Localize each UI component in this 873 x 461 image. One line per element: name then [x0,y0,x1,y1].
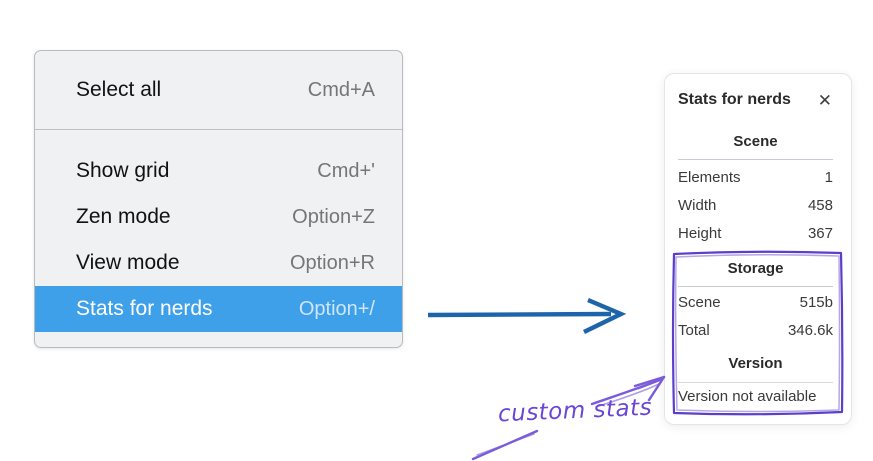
menu-item-label: Zen mode [76,205,171,228]
custom-stats-annotation: custom stats [497,394,653,428]
stat-value: 346.6k [787,321,833,339]
menu-item-label: Stats for nerds [76,297,213,320]
stats-panel: Stats for nerds ✕ Scene Elements 1 Width… [664,73,852,425]
stat-value: 367 [807,224,833,242]
menu-item-label: Select all [76,78,162,101]
menu-group-bottom: Show grid Cmd+' Zen mode Option+Z View m… [35,130,402,332]
menu-item-shortcut: Option+Z [292,205,375,228]
menu-item-stats-for-nerds[interactable]: Stats for nerds Option+/ [35,286,402,332]
menu-item-label: View mode [76,251,180,274]
stat-value: 458 [807,196,833,214]
stat-row-total-storage: Total 346.6k [678,316,833,344]
stats-panel-title: Stats for nerds [678,91,791,108]
context-menu: Select all Cmd+A Show grid Cmd+' Zen mod… [34,50,403,348]
stat-row-height: Height 367 [678,219,833,247]
stats-panel-header: Stats for nerds ✕ [678,90,833,110]
stat-value: 515b [799,293,833,311]
blue-arrow [427,297,627,334]
menu-item-label: Show grid [76,159,170,182]
stat-label: Height [678,224,722,242]
section-divider [678,159,833,160]
menu-item-view-mode[interactable]: View mode Option+R [35,240,402,286]
stat-row-width: Width 458 [678,191,833,219]
menu-divider [35,129,402,130]
section-divider [678,286,833,287]
menu-item-select-all[interactable]: Select all Cmd+A [35,67,402,113]
stat-row-scene-storage: Scene 515b [678,288,833,316]
menu-item-shortcut: Cmd+' [317,159,375,182]
menu-item-show-grid[interactable]: Show grid Cmd+' [35,148,402,194]
section-heading-version: Version [728,355,783,372]
menu-group-top: Select all Cmd+A [35,67,402,113]
version-message: Version not available [678,388,817,405]
purple-arrow-tail [471,429,539,461]
stat-value: 1 [824,168,833,186]
menu-item-shortcut: Option+/ [298,297,375,320]
stat-label: Elements [678,168,741,186]
stat-label: Scene [678,293,721,311]
menu-item-zen-mode[interactable]: Zen mode Option+Z [35,194,402,240]
section-heading-scene: Scene [733,133,778,150]
close-icon[interactable]: ✕ [817,90,832,110]
stat-row-elements: Elements 1 [678,163,833,191]
stat-label: Width [678,196,717,214]
menu-item-shortcut: Option+R [289,251,375,274]
section-heading-storage: Storage [727,260,784,277]
stat-label: Total [678,321,710,339]
menu-item-shortcut: Cmd+A [307,78,375,101]
